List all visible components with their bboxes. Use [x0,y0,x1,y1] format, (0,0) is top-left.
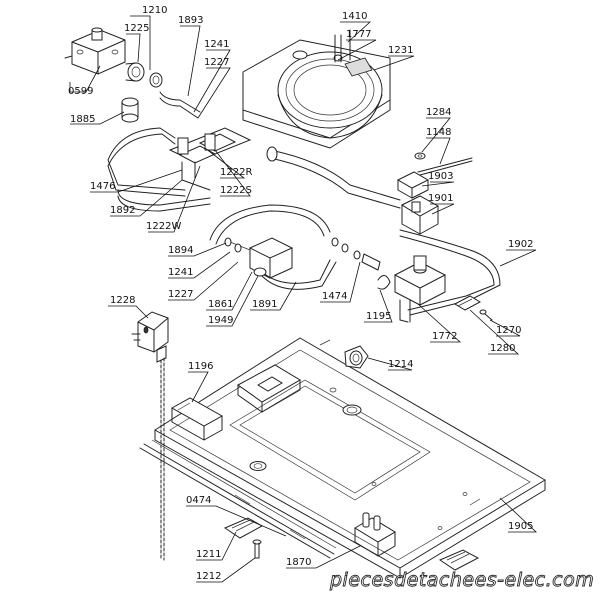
boiler-heating-bowl [242,29,391,149]
callout-1474: 1474 [322,291,347,302]
foot-right [438,549,480,571]
hose-1891 [259,259,337,290]
hose-1894 [209,204,331,245]
callout-1227-mid: 1227 [168,289,193,300]
hose-fitting [125,62,145,82]
callout-1270: 1270 [496,325,521,336]
foot-left [223,517,264,539]
callout-1231: 1231 [388,45,413,56]
cable-tie [417,157,473,176]
callout-0599: 0599 [68,86,93,97]
callout-1894: 1894 [168,245,193,256]
selector-valve [393,255,447,323]
callout-1902: 1902 [508,239,533,250]
callout-1905: 1905 [508,521,533,532]
screw-1212 [252,539,262,559]
pressure-switch [64,27,126,75]
callout-1901: 1901 [428,193,453,204]
callout-1949: 1949 [208,315,233,326]
callout-1870: 1870 [286,557,311,568]
callout-1227-top: 1227 [204,57,229,68]
callout-0474: 0474 [186,495,211,506]
hose-1892 [117,189,211,212]
callout-1410: 1410 [342,11,367,22]
hose-1893 [159,91,201,119]
callout-1284: 1284 [426,107,451,118]
control-module [170,397,224,441]
callout-1210: 1210 [142,5,167,16]
callout-1222R: 1222R [220,167,252,178]
base-housing [154,337,546,579]
callout-1225: 1225 [124,23,149,34]
callout-1861: 1861 [208,299,233,310]
filter-cup [121,97,139,123]
hose-1476 [107,127,186,197]
switch-block [354,512,396,557]
callout-1891: 1891 [252,299,277,310]
callout-1222W: 1222W [146,221,181,232]
o-ring [149,72,163,88]
callout-1241-mid: 1241 [168,267,193,278]
bracket-1280 [453,295,482,311]
callout-1211: 1211 [196,549,221,560]
hose-1902 [399,229,501,316]
callout-1148: 1148 [426,127,451,138]
callout-1228: 1228 [110,295,135,306]
thermostat-lower [400,195,440,235]
screw-1270 [479,309,493,321]
watermark-text: piecesdetachees-elec.com [329,569,594,591]
callout-1195: 1195 [366,311,391,322]
callout-1196: 1196 [188,361,213,372]
grommet [344,345,369,369]
connector-1474 [331,237,381,271]
callout-1241-top: 1241 [204,39,229,50]
front-trim-strip [139,439,337,559]
leader-lines [69,15,538,583]
callout-1212: 1212 [196,571,221,582]
hose-main-steam [266,146,401,209]
callout-1892: 1892 [110,205,135,216]
pump-valve [224,237,294,279]
callout-1222S: 1222S [220,185,252,196]
callout-1885: 1885 [70,114,95,125]
callout-1476: 1476 [90,181,115,192]
callout-1777: 1777 [346,29,371,40]
callout-labels: 0599 1210 1225 1885 1893 1241 1227 1410 … [68,5,533,582]
washer [414,152,426,160]
callout-1893: 1893 [178,15,203,26]
callout-1903: 1903 [428,171,453,182]
callout-1214: 1214 [388,359,413,370]
callout-1280: 1280 [490,343,515,354]
power-cord-plug [131,311,169,561]
thermostat-upper [396,171,430,199]
clip-1195 [377,275,391,290]
callout-1772: 1772 [432,331,457,342]
